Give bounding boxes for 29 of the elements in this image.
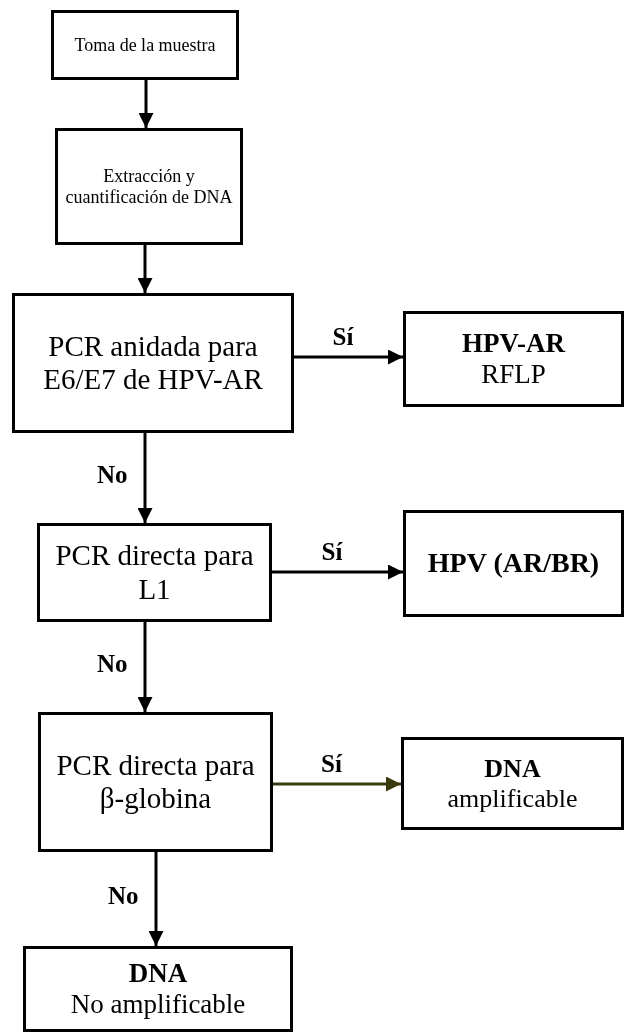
process-box <box>37 523 272 622</box>
box-text: HPV-AR <box>462 327 565 359</box>
arrow <box>272 564 403 580</box>
process-box <box>403 311 624 407</box>
arrow <box>137 433 153 523</box>
box-text: PCR directa para β-globina <box>55 748 256 816</box>
process-box <box>55 128 243 245</box>
box-text: HPV (AR/BR) <box>427 547 600 580</box>
box-text: DNA <box>128 957 188 989</box>
box-text: amplificable <box>447 783 578 814</box>
process-box <box>51 10 239 80</box>
arrow <box>273 776 401 792</box>
process-box <box>401 737 624 830</box>
box-text: No amplificable <box>70 989 246 1021</box>
box-text: PCR directa para L1 <box>54 539 255 606</box>
process-box <box>23 946 293 1032</box>
arrow <box>137 622 153 712</box>
arrow <box>138 80 154 128</box>
box-text: Toma de la muestra <box>74 34 216 56</box>
box-text: Extracción y cuantificación de DNA <box>64 165 234 208</box>
box-text: PCR anidada para E6/E7 de HPV-AR <box>42 329 264 397</box>
process-box <box>38 712 273 852</box>
process-box <box>12 293 294 433</box>
arrow <box>148 852 164 946</box>
arrow <box>137 245 153 293</box>
process-box <box>403 510 624 617</box>
arrow <box>294 349 403 365</box>
box-text: DNA <box>484 753 541 784</box>
box-text: RFLP <box>481 359 546 391</box>
